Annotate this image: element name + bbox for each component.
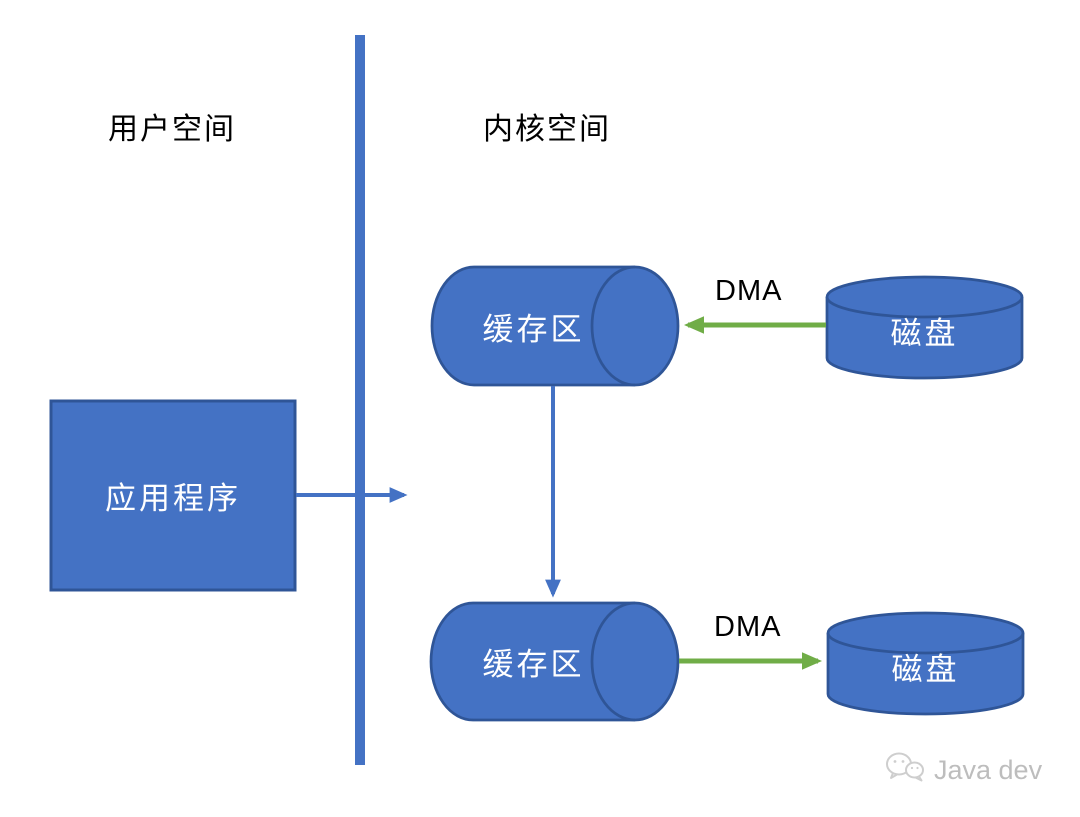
wechat-icon <box>884 750 926 791</box>
application-box <box>49 399 297 592</box>
dma-top-label: DMA <box>715 275 783 307</box>
application-label: 应用程序 <box>105 481 241 516</box>
buffer-bottom-label: 缓存区 <box>482 647 585 682</box>
disk-top-cylinder <box>825 275 1024 380</box>
dma-bottom-label: DMA <box>714 611 782 643</box>
disk-bottom-cylinder <box>826 611 1025 716</box>
disk-top-label: 磁盘 <box>890 315 959 351</box>
user-space-label: 用户空间 <box>108 113 236 146</box>
watermark: Java dev <box>884 750 1042 791</box>
disk-bottom-label: 磁盘 <box>891 651 960 687</box>
watermark-text: Java dev <box>934 755 1043 785</box>
buffer-bottom-cylinder <box>429 601 680 722</box>
buffer-top-cylinder <box>430 265 680 387</box>
kernel-space-label: 内核空间 <box>483 113 611 146</box>
buffer-top-label: 缓存区 <box>482 311 585 347</box>
